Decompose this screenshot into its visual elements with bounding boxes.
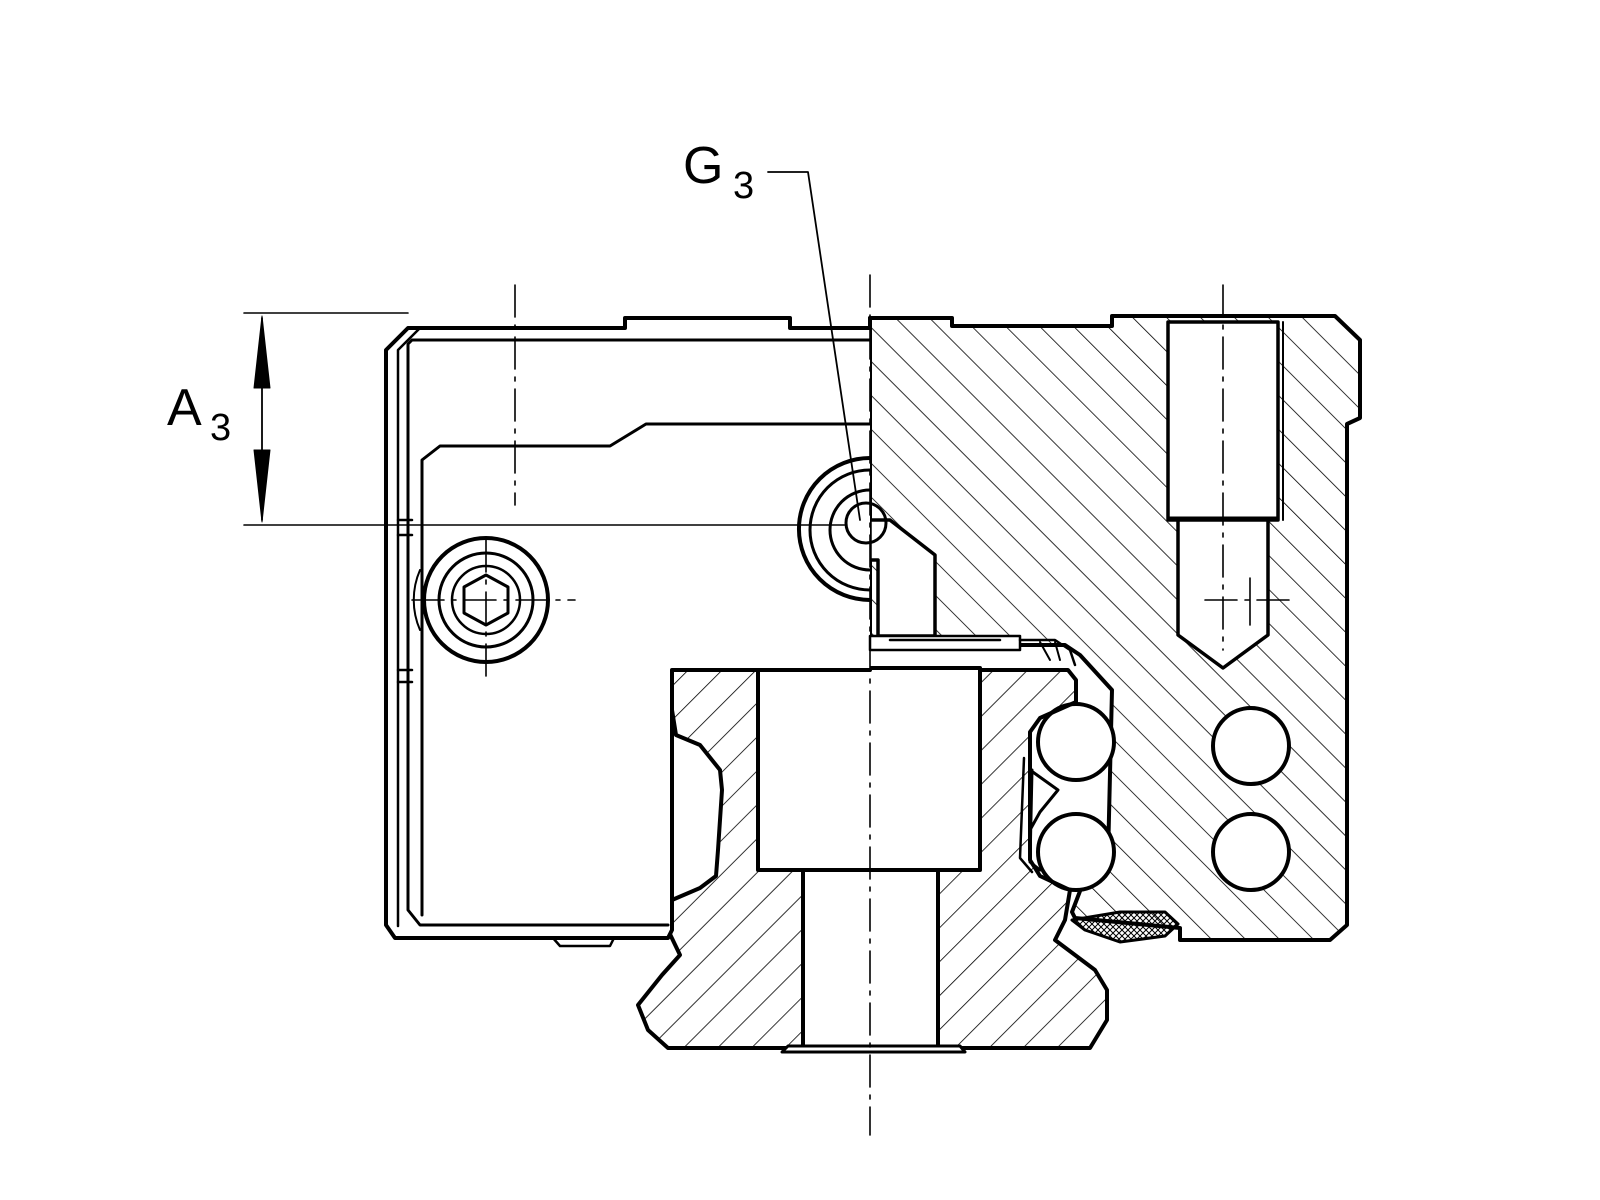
cover-strip	[868, 634, 1022, 652]
svg-text:A: A	[167, 379, 202, 437]
end-cap-outline	[384, 316, 872, 940]
rail-counterbore	[756, 666, 982, 872]
arrow-down-icon	[253, 449, 271, 523]
arrow-up-icon	[253, 315, 271, 389]
ball	[1211, 812, 1291, 892]
hex-socket-icon	[462, 573, 510, 627]
end-cap-inner-line	[406, 338, 872, 927]
label-g3: G 3	[683, 137, 754, 207]
label-a3: A 3	[167, 379, 231, 449]
end-seal-contour	[420, 422, 872, 917]
tap-drill	[1176, 518, 1270, 670]
svg-text:3: 3	[210, 407, 231, 449]
ball	[1211, 706, 1291, 786]
bottom-seal	[1070, 910, 1180, 944]
svg-text:3: 3	[733, 165, 754, 207]
bottom-tab	[551, 936, 616, 948]
svg-text:G: G	[683, 137, 723, 195]
leader-line-g3	[767, 171, 861, 521]
ball	[1036, 812, 1116, 892]
